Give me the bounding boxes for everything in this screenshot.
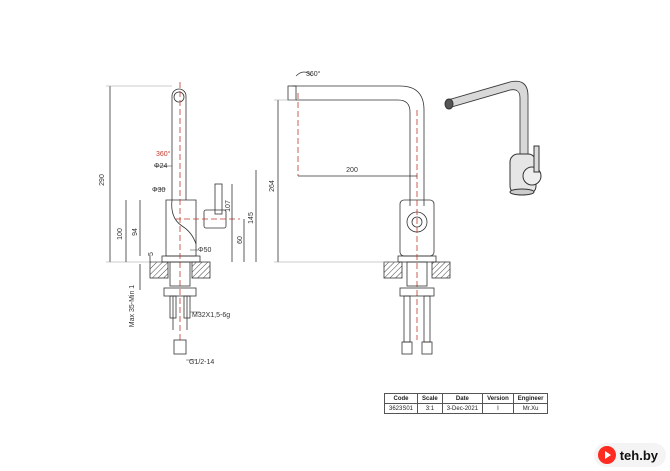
render-base <box>509 188 535 196</box>
watermark: teh.by <box>593 443 666 467</box>
side-view <box>106 82 257 361</box>
title-block-header-date: Date <box>441 393 484 404</box>
dim-60-label: 60 <box>237 236 244 244</box>
title-block-header-code: Code <box>383 393 419 404</box>
front-hose-left-end <box>401 341 413 355</box>
front-rotation-label: 360° <box>306 70 321 78</box>
side-spout-top <box>171 88 187 97</box>
dim-thread-label: M32X1,5-6g <box>192 312 230 319</box>
side-counter-right <box>191 261 211 279</box>
dim-mount-label: Max 35-Min 1 <box>129 285 136 328</box>
title-block-value-row: 3623S01 3:1 3-Dec-2021 I Mr.Xu <box>383 403 549 414</box>
front-spout-arm-inner <box>296 99 411 206</box>
side-hose-left <box>169 295 177 319</box>
front-hose-right-end <box>421 341 433 355</box>
title-block-date: 3-Dec-2021 <box>441 403 484 414</box>
watermark-text: teh.by <box>619 447 658 463</box>
front-hose-left <box>403 295 411 343</box>
dim-200-label: 200 <box>346 167 358 174</box>
front-rotation-arc <box>295 71 313 77</box>
dim-100-label: 100 <box>117 228 124 240</box>
front-spout-tip <box>287 85 297 101</box>
dim-5-label: 5 <box>148 252 155 256</box>
title-block-version: I <box>482 403 514 414</box>
dim-phi50-label: Φ50 <box>198 247 211 254</box>
dim-107-label: 107 <box>225 200 232 212</box>
title-block-code: 3623S01 <box>383 403 419 414</box>
title-block: Code Scale Date Version Engineer 3623S01… <box>383 393 549 414</box>
side-lever-handle <box>214 183 223 215</box>
side-hose-right <box>183 295 191 319</box>
side-counter-left <box>149 261 169 279</box>
front-counter-right <box>431 261 451 279</box>
side-rotation-label: 360° <box>156 150 171 158</box>
front-shank <box>406 261 428 287</box>
dim-264-label: 264 <box>269 180 276 192</box>
faucet-3d-render <box>444 80 542 196</box>
side-base-flange <box>161 255 201 263</box>
side-body <box>165 199 197 257</box>
title-block-header-version: Version <box>482 393 514 404</box>
title-block-engineer: Mr.Xu <box>512 403 549 414</box>
front-nut <box>399 287 435 297</box>
side-body-curve <box>171 199 197 245</box>
side-aerator <box>173 91 185 103</box>
dim-290-label: 290 <box>99 174 106 186</box>
dim-hose-label: G1/2-14 <box>189 359 214 366</box>
render-spout-arm-outline <box>447 80 529 154</box>
front-spout-arm <box>292 85 425 206</box>
side-shank <box>169 261 191 287</box>
play-logo-icon <box>597 446 616 464</box>
side-nut <box>163 287 197 297</box>
dim-phi30-label: Φ30 <box>152 187 165 194</box>
front-counter-left <box>383 261 403 279</box>
side-hose-fitting <box>173 339 187 355</box>
dim-94-label: 94 <box>132 228 139 236</box>
title-block-header-engineer: Engineer <box>512 393 549 404</box>
title-block-header-scale: Scale <box>417 393 443 404</box>
dim-145-label: 145 <box>248 212 255 224</box>
render-spout-arm <box>446 80 529 154</box>
dim-phi24-label: Φ24 <box>154 163 167 170</box>
render-aerator <box>444 98 454 110</box>
title-block-header-row: Code Scale Date Version Engineer <box>383 393 549 404</box>
render-lever-handle <box>533 145 540 173</box>
front-view <box>274 71 451 355</box>
front-hose-right <box>423 295 431 343</box>
title-block-scale: 3:1 <box>417 403 443 414</box>
